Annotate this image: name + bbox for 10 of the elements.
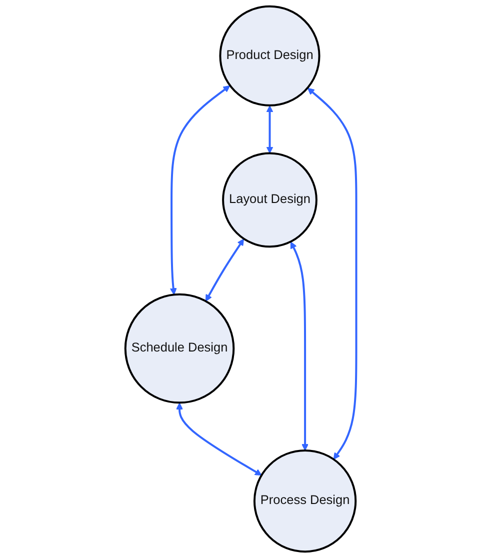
arrow <box>206 238 244 302</box>
node-circle: Process Design <box>254 449 357 553</box>
arrow <box>176 402 262 476</box>
arrow <box>290 242 309 451</box>
arrow <box>266 105 274 154</box>
arrow <box>170 85 230 295</box>
node-circle: Product Design <box>219 5 320 106</box>
arrow <box>308 88 358 460</box>
node-circle: Schedule Design <box>124 293 235 404</box>
node-circle: Layout Design <box>222 152 318 248</box>
